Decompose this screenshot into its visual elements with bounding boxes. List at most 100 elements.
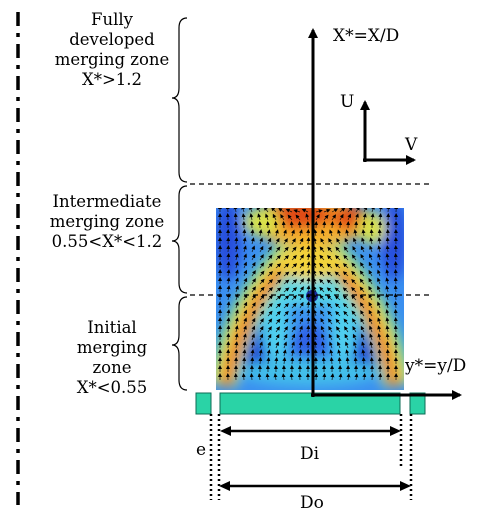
velocity-vector xyxy=(378,213,383,221)
velocity-vector xyxy=(306,285,311,293)
velocity-vector xyxy=(274,357,279,365)
velocity-vector xyxy=(334,271,341,277)
velocity-vector xyxy=(291,325,296,333)
velocity-vector xyxy=(299,270,305,277)
velocity-vector xyxy=(360,253,365,261)
velocity-vector xyxy=(275,341,280,349)
velocity-vector xyxy=(337,349,342,357)
velocity-vector xyxy=(377,325,382,333)
velocity-vector xyxy=(351,310,357,317)
velocity-vector xyxy=(291,263,298,269)
velocity-vector xyxy=(339,208,346,213)
velocity-vector xyxy=(323,214,329,221)
velocity-vector xyxy=(267,302,273,309)
velocity-vector xyxy=(234,277,239,285)
velocity-vector xyxy=(369,349,374,357)
velocity-vector xyxy=(306,277,311,285)
velocity-vector xyxy=(339,213,344,221)
velocity-vector xyxy=(359,278,365,285)
velocity-vector xyxy=(241,213,246,221)
velocity-vector xyxy=(353,229,358,237)
velocity-vector xyxy=(259,254,264,261)
velocity-vector xyxy=(290,357,295,365)
velocity-vector xyxy=(226,325,231,333)
velocity-vector xyxy=(335,246,341,253)
velocity-vector xyxy=(275,237,280,245)
velocity-vector xyxy=(275,303,282,309)
velocity-vector xyxy=(326,287,333,293)
velocity-vector xyxy=(299,254,304,261)
velocity-vector xyxy=(346,373,351,381)
velocity-vector xyxy=(329,229,333,237)
velocity-vector xyxy=(352,326,357,333)
velocity-vector xyxy=(242,349,247,357)
velocity-vector xyxy=(377,261,381,269)
velocity-vector xyxy=(299,325,303,333)
velocity-vector xyxy=(368,277,373,285)
velocity-vector xyxy=(345,349,350,357)
v-label: V xyxy=(405,135,418,155)
velocity-vector xyxy=(385,253,390,261)
velocity-vector xyxy=(251,325,256,333)
velocity-vector xyxy=(315,209,323,214)
x-axis-label: X*=X/D xyxy=(333,26,400,46)
velocity-vector xyxy=(275,333,280,341)
velocity-vector xyxy=(283,263,290,269)
velocity-vector xyxy=(306,325,311,333)
velocity-vector xyxy=(369,325,373,333)
velocity-vector xyxy=(347,213,352,221)
zone-label-initial: Initial merging zone X*<0.55 xyxy=(76,318,148,397)
velocity-vector xyxy=(360,325,365,333)
velocity-vector xyxy=(320,317,325,325)
velocity-vector xyxy=(351,318,357,325)
velocity-vector xyxy=(259,294,265,301)
velocity-vector xyxy=(321,333,325,341)
velocity-vector xyxy=(299,317,304,325)
velocity-vector xyxy=(299,278,305,285)
velocity-vector xyxy=(226,245,231,253)
velocity-vector xyxy=(267,295,274,301)
velocity-vector xyxy=(385,317,390,325)
velocity-vector xyxy=(327,318,333,325)
velocity-vector xyxy=(291,287,298,293)
velocity-vector xyxy=(275,246,281,253)
velocity-vector xyxy=(322,221,327,229)
velocity-vector xyxy=(385,261,390,269)
velocity-vector xyxy=(299,262,305,269)
velocity-vector xyxy=(313,317,318,325)
velocity-vector xyxy=(321,341,326,349)
velocity-vector xyxy=(344,333,349,341)
velocity-vector xyxy=(361,229,366,237)
velocity-vector xyxy=(326,295,333,301)
velocity-vector xyxy=(351,278,357,285)
velocity-vector xyxy=(385,341,390,349)
velocity-vector xyxy=(267,341,271,349)
velocity-vector xyxy=(328,333,333,341)
velocity-vector xyxy=(393,309,398,317)
velocity-vector xyxy=(266,229,271,237)
velocity-vector xyxy=(345,229,350,237)
velocity-vector xyxy=(344,237,349,245)
brace-initial xyxy=(171,296,188,391)
velocity-vector xyxy=(226,333,231,341)
velocity-contour-field xyxy=(216,208,404,390)
velocity-vector xyxy=(336,326,341,333)
velocity-vector xyxy=(234,269,239,277)
brace-intermediate xyxy=(171,185,188,294)
velocity-vector xyxy=(259,237,263,245)
velocity-vector xyxy=(274,229,279,237)
velocity-vector xyxy=(385,269,390,277)
velocity-vector xyxy=(249,208,253,213)
velocity-vector xyxy=(343,254,349,261)
velocity-vector xyxy=(267,271,274,277)
velocity-vector xyxy=(352,333,357,341)
velocity-vector xyxy=(282,349,287,357)
velocity-vector xyxy=(291,333,296,341)
velocity-vector xyxy=(313,325,318,333)
velocity-vector xyxy=(291,279,298,285)
velocity-vector xyxy=(385,277,390,285)
velocity-vector xyxy=(298,229,303,237)
velocity-vector xyxy=(370,213,375,221)
velocity-vector xyxy=(226,253,231,261)
velocity-vector xyxy=(338,373,343,381)
